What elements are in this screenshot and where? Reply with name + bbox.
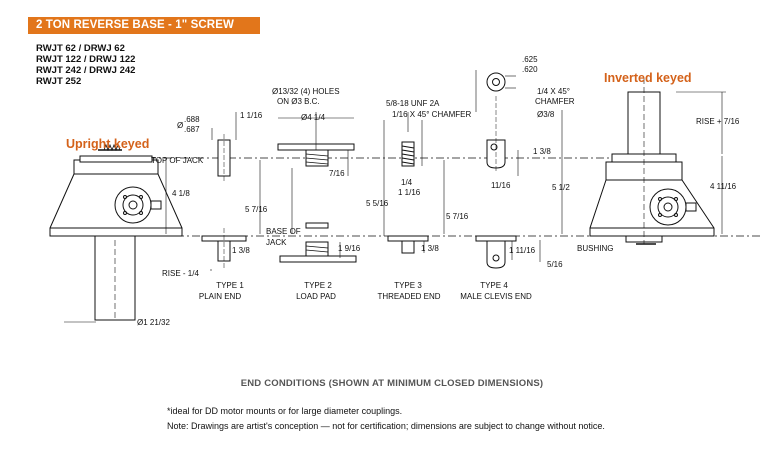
end-type-desc: PLAIN END [199,292,241,301]
pin-dia: Ø3/8 [537,110,555,119]
dim-4-11-16: 4 11/16 [710,182,737,191]
pin-dia-bottom: .620 [522,65,538,74]
bushing-label: BUSHING [577,244,613,253]
model-item: RWJT 242 / DRWJ 242 [36,65,136,76]
model-item: RWJT 122 / DRWJ 122 [36,54,136,65]
chamfer-1-16: 1/16 X 45° CHAMFER [392,110,471,119]
dim-1-11-16: 1 11/16 [509,246,536,255]
disclaimer-note: Note: Drawings are artist's conception —… [167,421,605,431]
dim-1-9-16: 1 9/16 [338,244,361,253]
dim-1-3-8: 1 3/8 [421,244,439,253]
dim-5-16: 5/16 [547,260,563,269]
dim-5-7-16: 5 7/16 [446,212,469,221]
page-title: 2 TON REVERSE BASE - 1" SCREW [36,19,234,31]
shaft-dia-prefix: Ø [177,121,183,130]
dim-1-1-16: 1 1/16 [240,111,263,120]
end-type-desc: LOAD PAD [296,292,336,301]
rise-minus-label: RISE - 1/4 [162,269,199,278]
dim-5-1-2: 5 1/2 [552,183,570,192]
type-4-clevis-end [475,70,563,269]
top-of-jack-label: TOP OF JACK [151,156,204,165]
thread-spec: 5/8-18 UNF 2A [386,99,440,108]
inverted-keyed-title: Inverted keyed [604,71,692,85]
type-3-threaded-end [383,112,445,254]
bore-dimension: Ø1 21/32 [137,318,170,327]
upright-keyed-title: Upright keyed [66,137,149,151]
dim-1-1-16: 1 1/16 [398,188,421,197]
dim-4-1-8: 4 1/8 [172,189,190,198]
dim-1-4: 1/4 [401,178,413,187]
end-type-name: TYPE 4 [480,281,508,290]
type-1-plain-end [201,112,261,268]
inverted-jack [589,78,726,245]
figure-caption: END CONDITIONS (SHOWN AT MINIMUM CLOSED … [240,378,544,389]
chamfer-1-4: 1/4 X 45° [537,87,570,96]
dim-1-3-8: 1 3/8 [533,147,551,156]
end-type-name: TYPE 2 [304,281,332,290]
type-2-load-pad [277,112,357,263]
dim-7-16: 7/16 [329,169,345,178]
model-item: RWJT 252 [36,76,82,87]
pad-dia: Ø4 1/4 [301,113,326,122]
footnote: *ideal for DD motor mounts or for large … [167,406,403,416]
model-item: RWJT 62 / DRWJ 62 [36,43,125,54]
pin-dia-top: .625 [522,55,538,64]
end-type-desc: THREADED END [377,292,440,301]
end-type-name: TYPE 1 [216,281,244,290]
shaft-dia-top: .688 [184,115,200,124]
end-type-name: TYPE 3 [394,281,422,290]
base-of-jack-label: JACK [266,238,287,247]
header-bar: 2 TON REVERSE BASE - 1" SCREW [28,17,260,34]
technical-drawing: Upright keyed Inverted keyed TOP OF JACK… [49,55,760,327]
holes-label: Ø13/32 (4) HOLES [272,87,340,96]
model-list: RWJT 62 / DRWJ 62 RWJT 122 / DRWJ 122 RW… [36,43,135,87]
holes-label: ON Ø3 B.C. [277,97,320,106]
dim-5-7-16: 5 7/16 [245,205,268,214]
chamfer-1-4: CHAMFER [535,97,575,106]
rise-plus-label: RISE + 7/16 [696,117,740,126]
base-of-jack-label: BASE OF [266,227,301,236]
dim-1-3-8: 1 3/8 [232,246,250,255]
shaft-dia-bottom: .687 [184,125,200,134]
upright-dimensions [64,158,212,323]
dim-5-5-16: 5 5/16 [366,199,389,208]
end-type-desc: MALE CLEVIS END [460,292,532,301]
dim-11-16: 11/16 [491,181,511,190]
upright-jack [49,143,183,321]
